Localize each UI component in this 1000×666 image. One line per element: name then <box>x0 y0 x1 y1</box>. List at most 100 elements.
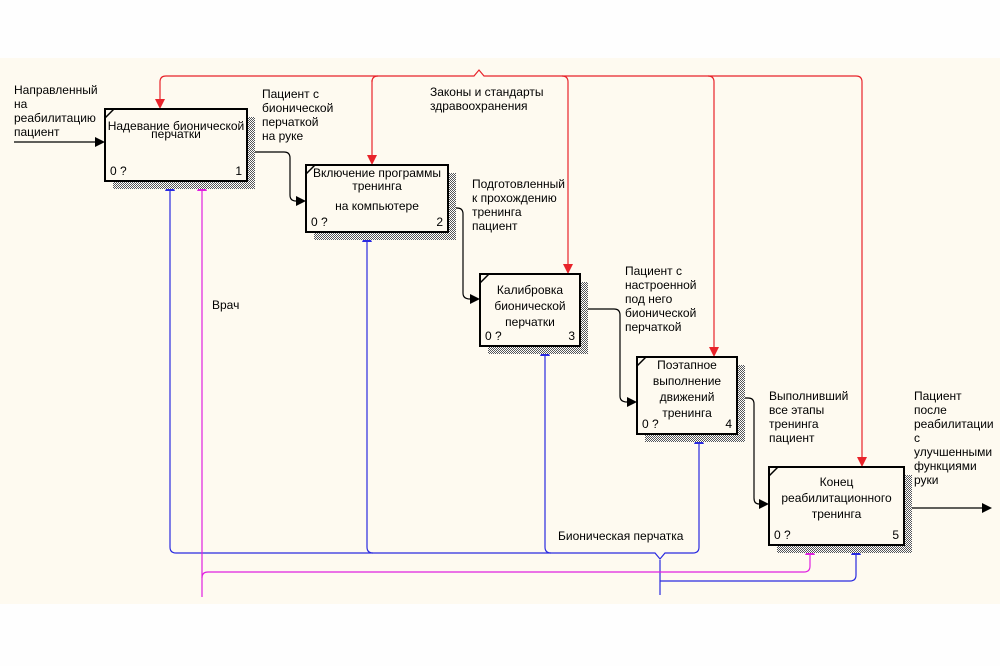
label-mechanism-doctor: Врач <box>212 298 239 312</box>
label-output-box3-line: бионической <box>625 306 696 320</box>
control-branch <box>371 75 379 83</box>
label-final-output-line: руки <box>914 473 939 487</box>
label-final-output-line: Пациент <box>914 389 962 403</box>
label-output-box3-line: перчаткой <box>625 320 682 334</box>
box-title-line: движений <box>660 390 715 404</box>
mechanism-glove-to-box3 <box>544 356 552 554</box>
flow-arrow-1-2 <box>247 151 297 202</box>
box-title-line: реабилитационного <box>781 491 892 505</box>
control-arrow-to-box4 <box>707 75 715 347</box>
box-title-line: Надевание бионической <box>108 119 245 133</box>
box-cost: 0 ? <box>642 417 659 431</box>
flow-arrow-3-4 <box>580 308 628 403</box>
mechanism-doctor-to-box5 <box>201 555 811 579</box>
label-output-box2-line: тренинга <box>472 205 522 219</box>
label-output-box2-line: пациент <box>472 219 518 233</box>
label-output-box4-line: пациент <box>769 431 815 445</box>
box-corner-mark <box>104 108 115 119</box>
flow-arrow-4-5 <box>737 397 760 505</box>
box-frame <box>768 466 905 546</box>
arrowhead-control-5 <box>857 457 867 467</box>
box-title-line: перчатки <box>505 315 555 329</box>
label-final-output-line: с <box>914 431 920 445</box>
label-control-line: здравоохранения <box>430 99 528 113</box>
label-control-line: Законы и стандарты <box>430 85 543 99</box>
control-arrow-bus <box>159 69 863 457</box>
box-corner-mark <box>479 273 490 284</box>
label-input-line: реабилитацию <box>14 111 96 125</box>
arrowhead-control-3 <box>563 264 573 274</box>
box-frame <box>479 273 581 347</box>
label-output-box2-line: Подготовленный <box>472 177 565 191</box>
arrowhead-flow-5 <box>759 499 769 509</box>
label-output-box3-line: под него <box>625 292 673 306</box>
arrowhead-control-1 <box>155 99 165 109</box>
box-title-line: Калибровка <box>497 283 563 297</box>
label-output-box4-line: все этапы <box>769 403 824 417</box>
arrowhead-control-2 <box>367 155 377 165</box>
box-number: 4 <box>725 417 732 431</box>
label-output-box1-line: бионической <box>262 101 333 115</box>
control-arrow-to-box3 <box>561 75 569 264</box>
mechanism-glove-to-box1 <box>169 191 177 554</box>
label-output-box1-line: на руке <box>262 129 304 143</box>
box-cost: 0 ? <box>774 528 791 542</box>
label-input-line: на <box>14 97 28 111</box>
box-title-line: бионической <box>494 299 565 313</box>
label-output-box2-line: к прохождению <box>472 191 557 205</box>
box-number: 1 <box>235 164 242 178</box>
box-title-line: перчатки <box>151 127 201 141</box>
box-frame <box>305 164 449 233</box>
box-corner-mark <box>305 164 316 175</box>
label-final-output-line: улучшенными <box>914 445 992 459</box>
arrowhead-input <box>95 137 105 147</box>
box-title-line: Конец <box>820 475 854 489</box>
label-output-box3-line: Пациент с <box>625 264 682 278</box>
label-final-output-line: после <box>914 403 947 417</box>
arrowhead-output <box>982 503 992 513</box>
box-corner-mark <box>768 466 779 477</box>
box-title-line: тренинга <box>812 507 862 521</box>
label-input-line: Направленный <box>14 83 98 97</box>
box-number: 2 <box>436 215 443 229</box>
label-mechanism-glove: Бионическая перчатка <box>558 529 684 543</box>
box-frame <box>104 108 248 182</box>
box-number: 5 <box>892 528 899 542</box>
arrowhead-control-4 <box>709 347 719 357</box>
box-cost: 0 ? <box>485 329 502 343</box>
label-input-line: пациент <box>14 125 60 139</box>
activity-box-5: Конец реабилитационного тренинга 0 ? 5 <box>768 466 912 553</box>
arrowhead-flow-2 <box>296 196 306 206</box>
box-title-line: Включение программы <box>313 166 441 180</box>
label-output-box3-line: настроенной <box>625 278 696 292</box>
box-title-line: тренинга <box>352 179 402 193</box>
label-final-output-line: реабилитации <box>914 417 994 431</box>
label-output-box4-line: тренинга <box>769 417 819 431</box>
arrowhead-flow-3 <box>470 294 480 304</box>
box-title-line: выполнение <box>653 374 722 388</box>
box-title-line: тренинга <box>662 406 712 420</box>
mechanism-glove-bus <box>176 444 700 560</box>
flow-arrow-2-3 <box>448 207 471 300</box>
arrowhead-flow-4 <box>627 397 637 407</box>
mechanism-glove-to-box2 <box>366 242 374 554</box>
label-output-box1-line: перчаткой <box>262 115 319 129</box>
box-corner-mark <box>636 356 647 367</box>
box-title-line: на компьютере <box>335 199 419 213</box>
label-final-output-line: функциями <box>914 459 977 473</box>
label-output-box1-line: Пациент с <box>262 87 319 101</box>
box-number: 3 <box>568 329 575 343</box>
mechanism-glove-to-box5 <box>660 555 857 582</box>
